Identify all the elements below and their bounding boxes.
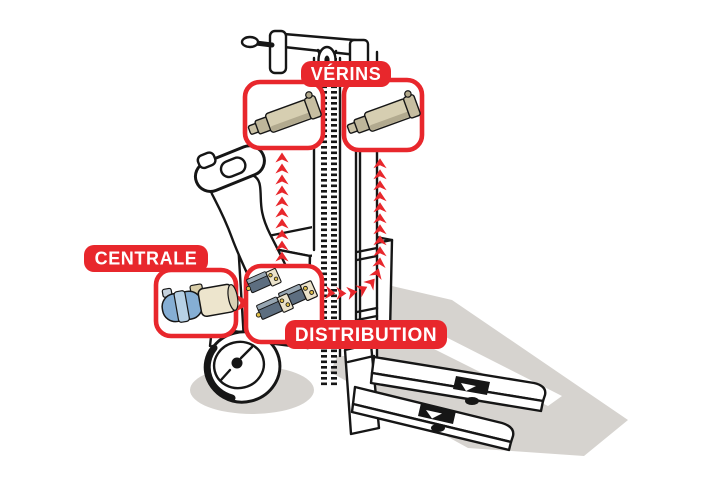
hydraulic-flow-lines: [234, 152, 387, 313]
distribution-label-pill: [285, 320, 447, 349]
forks: [350, 355, 547, 452]
callout-labels: VÉRINS CENTRALE DISTRIBUTION: [84, 61, 447, 349]
flow-chevrons: [275, 152, 289, 262]
centrale-label: CENTRALE: [95, 249, 198, 269]
fork-roller: [431, 424, 445, 432]
fork-lower: [350, 385, 515, 452]
wheel-hub: [231, 357, 243, 369]
flow-chevrons: [324, 158, 387, 301]
centrale-label-pill: [84, 245, 208, 272]
crank-handle: [240, 35, 260, 49]
distribution-label: DISTRIBUTION: [295, 325, 437, 346]
centrale-to-distribution-arrow: [234, 293, 252, 313]
fork-upper: [369, 355, 547, 413]
verins-label-pill: [301, 61, 391, 87]
fork-roller: [465, 397, 479, 405]
verins-label: VÉRINS: [311, 63, 382, 84]
